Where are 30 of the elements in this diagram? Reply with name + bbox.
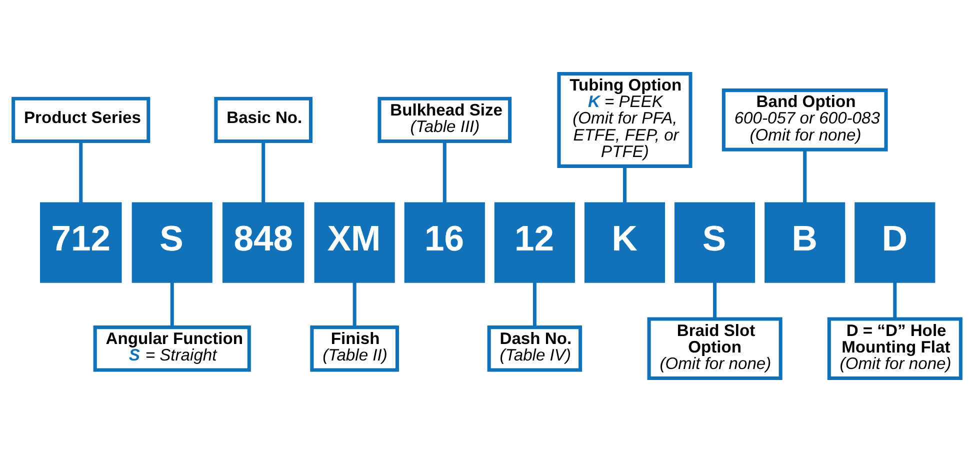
connector <box>622 166 627 204</box>
connector <box>532 281 536 328</box>
connector <box>352 281 356 328</box>
node-box: D <box>854 202 936 283</box>
connector <box>893 281 897 319</box>
node-box: S <box>674 202 756 283</box>
node-box: 16 <box>404 202 485 283</box>
connector <box>262 142 266 204</box>
node-box: 12 <box>494 202 575 283</box>
node-box: Finish (Table II) <box>310 326 400 372</box>
node-box: Dash No. (Table IV) <box>487 326 582 372</box>
connector <box>442 142 446 204</box>
node-box: XM <box>314 202 395 283</box>
node-box: Bulkhead Size (Table III) <box>378 96 512 144</box>
connector <box>803 150 807 204</box>
connector <box>79 142 83 204</box>
connector <box>170 281 174 328</box>
connector <box>713 281 717 319</box>
node-box: Angular Function S = Straight <box>93 326 251 372</box>
node-box: Basic No. <box>214 96 313 144</box>
node-box: Tubing Option K = PEEK (Omit for PFA, ETFE, FEP, or PTFE) <box>557 72 692 168</box>
node-box: S <box>132 202 212 283</box>
node-box: 848 <box>222 202 304 283</box>
node-box: 712 <box>40 202 122 283</box>
node-box: Product Series <box>12 96 150 144</box>
node-box: B <box>764 202 846 283</box>
node-box: Braid Slot Option (Omit for none) <box>647 317 782 380</box>
node-box: Band Option 600-057 or 600-083 (Omit for none) <box>722 88 888 152</box>
node-box: K <box>584 202 666 283</box>
node-box: D = “D” Hole Mounting Flat (Omit for none) <box>827 317 962 380</box>
